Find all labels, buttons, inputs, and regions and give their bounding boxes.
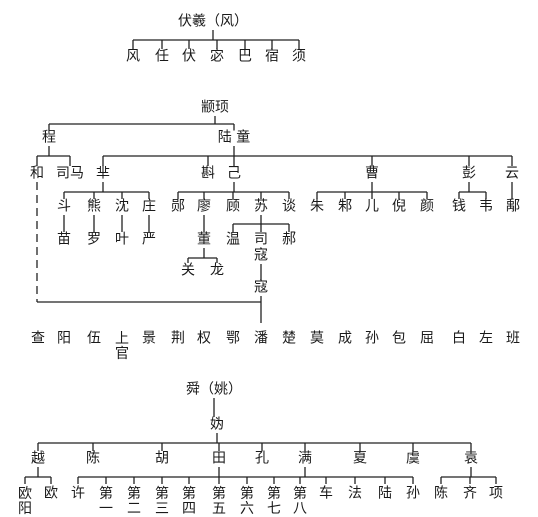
shun-bottom-item-3: 许: [69, 485, 87, 502]
shun-bottom-item-17: 齐: [461, 485, 479, 502]
root-zhuanxu: 颛顼: [200, 99, 230, 116]
node-he: 和: [29, 165, 45, 182]
node-zhuang: 庄: [141, 198, 157, 215]
shun-bottom-item-15: 孙: [404, 485, 422, 502]
node-xia: 夏: [352, 450, 368, 467]
shun-bottom-item-11: 第八: [291, 485, 309, 517]
node-dou: 斗: [56, 198, 72, 215]
node-shen: 沈: [114, 198, 130, 215]
node-lu-zhong: 陆 童: [216, 129, 252, 146]
zhuanxu-bottom-item-17: 左: [477, 330, 495, 347]
zhuanxu-bottom-item-8: 鄂: [224, 330, 242, 347]
node-su-2: 苏: [253, 198, 269, 215]
node-ji: 己: [226, 165, 242, 182]
node-feng: 风: [125, 48, 141, 65]
node-ni: 倪: [391, 198, 407, 215]
node-yun: 云: [504, 165, 520, 182]
node-miao: 苗: [56, 231, 72, 248]
node-qian: 钱: [451, 198, 467, 215]
zhuanxu-bottom-item-7: 权: [195, 330, 213, 347]
node-xiong: 熊: [86, 198, 102, 215]
shun-bottom-item-5: 第二: [125, 485, 143, 517]
shun-bottom-item-16: 陈: [432, 485, 450, 502]
shun-bottom-item-2: 欧: [42, 485, 60, 502]
shun-bottom-item-13: 法: [346, 485, 364, 502]
node-ren: 任: [154, 48, 170, 65]
node-yuan: 袁: [463, 450, 479, 467]
zhuanxu-bottom-item-15: 屈: [418, 330, 436, 347]
node-xu: 须: [291, 48, 307, 65]
node-luo: 罗: [86, 231, 102, 248]
root-fuxi: 伏羲（风）: [177, 13, 249, 30]
node-guan: 关: [180, 262, 196, 279]
node-sima: 司马: [55, 165, 85, 182]
zhuanxu-bottom-item-1: 查: [29, 330, 47, 347]
node-tan: 谈: [281, 198, 297, 215]
shun-bottom-item-12: 车: [317, 485, 335, 502]
shun-bottom-item-7: 第四: [180, 485, 198, 517]
shun-bottom-item-4: 第一: [97, 485, 115, 517]
node-chen: 陈: [85, 450, 101, 467]
shun-bottom-item-8: 第五: [210, 485, 228, 517]
shun-bottom-item-9: 第六: [238, 485, 256, 517]
node-zhu-2: 邾: [337, 198, 353, 215]
node-gui: 妫: [209, 416, 225, 433]
shun-bottom-item-14: 陆: [376, 485, 394, 502]
node-yan: 颜: [419, 198, 435, 215]
zhuanxu-bottom-item-13: 孙: [363, 330, 381, 347]
node-dong: 董: [196, 231, 212, 248]
zhuanxu-bottom-item-12: 成: [336, 330, 354, 347]
node-mi: 宓: [209, 48, 225, 65]
node-kou-1: 寇: [253, 247, 269, 264]
shun-bottom-item-10: 第七: [265, 485, 283, 517]
node-yan-2: 严: [141, 231, 157, 248]
node-yun-2: 郧: [170, 198, 186, 215]
shun-bottom-item-18: 项: [487, 485, 505, 502]
shun-bottom-item-6: 第三: [153, 485, 171, 517]
zhuanxu-bottom-item-14: 包: [390, 330, 408, 347]
node-kong: 孔: [254, 450, 270, 467]
node-ye: 叶: [114, 231, 130, 248]
zhuanxu-bottom-item-3: 伍: [85, 330, 103, 347]
zhuanxu-bottom-item-10: 楚: [280, 330, 298, 347]
node-zhu: 朱: [309, 198, 325, 215]
zhuanxu-bottom-item-4: 上官: [113, 330, 131, 362]
node-kou-2: 寇: [253, 279, 269, 296]
node-cheng: 程: [41, 129, 57, 146]
node-kui: 斟: [200, 165, 216, 182]
zhuanxu-bottom-item-18: 班: [504, 330, 522, 347]
node-fu: 伏: [181, 48, 197, 65]
node-hao: 郝: [281, 231, 297, 248]
node-man: 满: [297, 450, 313, 467]
node-hu: 胡: [154, 450, 170, 467]
node-yu: 虞: [405, 450, 421, 467]
node-su: 宿: [264, 48, 280, 65]
node-yun-3: 鄅: [505, 198, 521, 215]
zhuanxu-bottom-item-5: 景: [140, 330, 158, 347]
node-wei: 韦: [478, 198, 494, 215]
zhuanxu-bottom-item-16: 白: [450, 330, 468, 347]
zhuanxu-bottom-item-11: 莫: [308, 330, 326, 347]
node-si: 司: [253, 231, 269, 248]
node-peng: 彭: [461, 165, 477, 182]
node-yue: 越: [30, 450, 46, 467]
node-long: 龙: [209, 262, 225, 279]
zhuanxu-bottom-item-9: 潘: [252, 330, 270, 347]
node-tian: 田: [211, 450, 227, 467]
node-er: 儿: [364, 198, 380, 215]
node-wen: 温: [225, 231, 241, 248]
shun-bottom-item-1: 欧阳: [16, 485, 34, 517]
zhuanxu-bottom-item-6: 荆: [169, 330, 187, 347]
node-gu: 顾: [225, 198, 241, 215]
node-mi-2: 芈: [95, 165, 111, 182]
root-shun: 舜（姚）: [185, 381, 243, 398]
node-liao: 廖: [196, 198, 212, 215]
node-cao: 曹: [364, 165, 380, 182]
node-ba: 巴: [237, 48, 253, 65]
zhuanxu-bottom-item-2: 阳: [55, 330, 73, 347]
